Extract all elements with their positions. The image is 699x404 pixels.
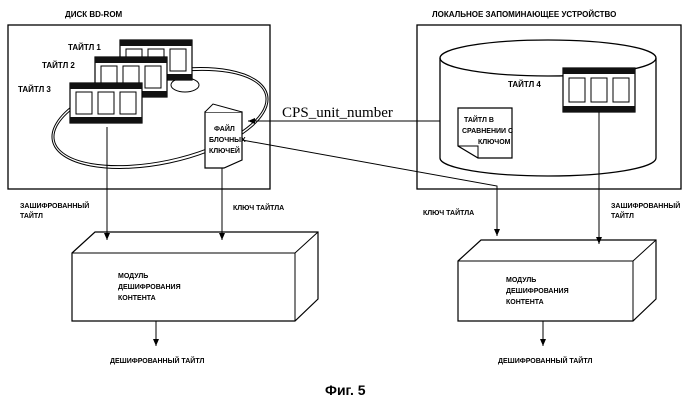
left-encrypted-label-2: ТАЙТЛ	[20, 211, 43, 220]
title-3-label: ТАЙТЛ 3	[18, 85, 51, 94]
bd-rom-title: ДИСК BD-ROM	[65, 10, 123, 19]
compared-line-3: КЛЮЧОМ	[478, 139, 511, 146]
right-encrypted-label-2: ТАЙТЛ	[611, 211, 634, 220]
left-module-line-1: МОДУЛЬ	[118, 273, 148, 280]
left-module-line-2: ДЕШИФРОВАНИЯ	[118, 284, 181, 291]
bd-rom-panel: ДИСК BD-ROM	[8, 10, 277, 189]
key-file-line-1: ФАЙЛ	[214, 124, 235, 133]
left-encrypted-label-1: ЗАШИФРОВАННЫЙ	[20, 201, 89, 210]
right-output-label: ДЕШИФРОВАННЫЙ ТАЙТЛ	[498, 356, 592, 365]
local-storage-title: ЛОКАЛЬНОЕ ЗАПОМИНАЮЩЕЕ УСТРОЙСТВО	[432, 10, 616, 19]
compared-line-2: СРАВНЕНИИ С	[462, 128, 513, 135]
film-strip-title-3	[70, 83, 142, 123]
key-file-line-3: КЛЮЧЕЙ	[209, 146, 240, 155]
right-decryption-module: МОДУЛЬ ДЕШИФРОВАНИЯ КОНТЕНТА	[458, 240, 656, 321]
film-strip-title-4	[563, 68, 635, 112]
right-key-label: КЛЮЧ ТАЙТЛА	[423, 208, 474, 217]
title-1-label: ТАЙТЛ 1	[68, 43, 101, 52]
left-decryption-module: МОДУЛЬ ДЕШИФРОВАНИЯ КОНТЕНТА	[72, 232, 318, 321]
right-key-arrow	[242, 140, 497, 236]
title-4-label: ТАЙТЛ 4	[508, 80, 541, 89]
key-file-line-2: БЛОЧНЫХ	[209, 137, 246, 144]
compared-line-1: ТАЙТЛ В	[464, 115, 494, 124]
local-storage-panel: ЛОКАЛЬНОЕ ЗАПОМИНАЮЩЕЕ УСТРОЙСТВО ТАЙТЛ …	[417, 10, 681, 189]
right-module-line-2: ДЕШИФРОВАНИЯ	[506, 288, 569, 295]
right-module-line-1: МОДУЛЬ	[506, 277, 536, 284]
right-module-line-3: КОНТЕНТА	[506, 299, 544, 306]
key-file-document: ФАЙЛ БЛОЧНЫХ КЛЮЧЕЙ	[205, 104, 246, 168]
right-encrypted-label-1: ЗАШИФРОВАННЫЙ	[611, 201, 680, 210]
compared-title-document: ТАЙТЛ В СРАВНЕНИИ С КЛЮЧОМ	[458, 108, 513, 158]
title-2-label: ТАЙТЛ 2	[42, 61, 75, 70]
left-key-label: КЛЮЧ ТАЙТЛА	[233, 203, 284, 212]
figure-caption: Фиг. 5	[325, 382, 366, 398]
left-output-label: ДЕШИФРОВАННЫЙ ТАЙТЛ	[110, 356, 204, 365]
left-module-line-3: КОНТЕНТА	[118, 295, 156, 302]
local-storage-frame	[417, 25, 681, 189]
cps-label: CPS_unit_number	[282, 105, 393, 121]
